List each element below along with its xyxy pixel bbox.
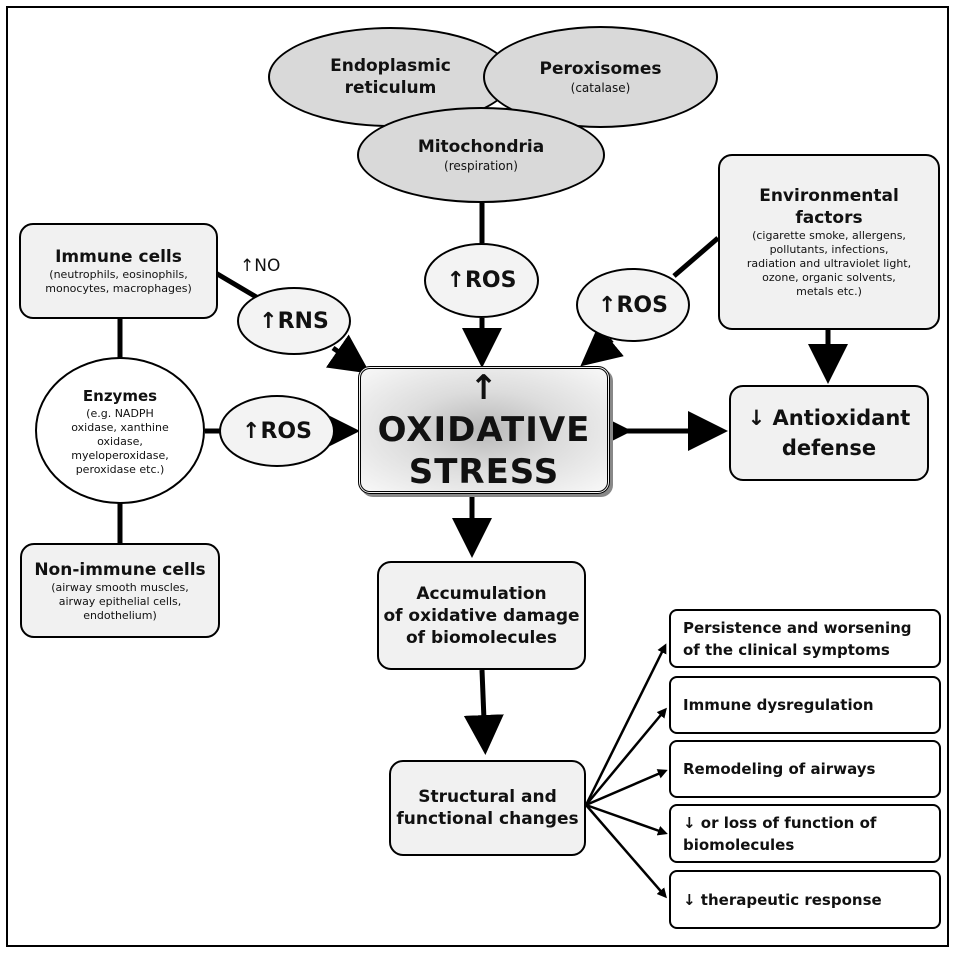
environmental-detail-3: radiation and ultraviolet light, (746, 257, 912, 270)
enzymes-detail-3: oxidase, (97, 434, 143, 448)
enzymes-detail-2: oxidase, xanthine (71, 420, 169, 434)
environmental-title1: Environmental (759, 186, 899, 206)
rns-label: ↑RNS (259, 308, 329, 334)
enzymes-title: Enzymes (82, 386, 158, 405)
non-immune-cells-detail-1: (airway smooth muscles, (51, 580, 189, 594)
mitochondria-title: Mitochondria (417, 137, 545, 157)
accumulation-line3: of biomolecules (405, 627, 558, 648)
immune-cells-title: Immune cells (55, 247, 182, 267)
ros-left-bubble: ↑ROS (219, 395, 335, 467)
outcome-4-line2: biomolecules (683, 835, 795, 854)
arrow-to-outcome-5 (585, 804, 667, 899)
accumulation-line2: of oxidative damage (383, 605, 580, 626)
accumulation-line1: Accumulation (416, 583, 547, 604)
ros-right-bubble: ↑ROS (576, 268, 690, 342)
non-immune-cells-title: Non-immune cells (34, 559, 206, 580)
outcome-box-5: ↓ therapeutic response (669, 870, 941, 929)
environmental-title2: factors (795, 208, 863, 228)
outcome-box-4: ↓ or loss of function of biomolecules (669, 804, 941, 863)
outcome-2-line1: Immune dysregulation (683, 696, 874, 714)
environmental-factors-box: Environmental factors (cigarette smoke, … (718, 154, 940, 330)
enzymes-detail-4: myeloperoxidase, (71, 448, 169, 462)
arrow-to-outcome-1 (584, 643, 667, 806)
outcome-3-line1: Remodeling of airways (683, 760, 876, 778)
outcome-box-2: Immune dysregulation (669, 676, 941, 734)
structural-changes-box: Structural and functional changes (389, 760, 586, 856)
arrow-to-outcome-4 (585, 803, 668, 836)
connector-env-ros (672, 236, 720, 278)
antioxidant-defense-box: ↓ Antioxidant defense (729, 385, 929, 481)
peroxisomes-sub: (catalase) (570, 81, 631, 95)
antioxidant-line2: defense (781, 436, 877, 460)
enzymes-detail-5: peroxidase etc.) (75, 462, 165, 476)
non-immune-cells-box: Non-immune cells (airway smooth muscles,… (20, 543, 220, 638)
structural-line2: functional changes (396, 809, 579, 829)
mitochondria-ellipse: Mitochondria (respiration) (357, 107, 605, 203)
rns-bubble: ↑RNS (237, 287, 351, 355)
environmental-detail-2: pollutants, infections, (769, 243, 889, 256)
outcome-1-line2: of the clinical symptoms (683, 640, 890, 659)
diagram-frame (6, 6, 949, 947)
arrow-accumulation-structural (463, 669, 504, 755)
outcome-box-1: Persistence and worsening of the clinica… (669, 609, 941, 668)
ros-top-bubble: ↑ROS (424, 243, 539, 318)
er-line1: Endoplasmic (330, 56, 451, 76)
oxidative-stress-box: ↑ OXIDATIVE STRESS (358, 366, 610, 494)
connector-immune-rns (212, 269, 260, 301)
immune-cells-detail-2: monocytes, macrophages) (45, 282, 192, 295)
er-line2: reticulum (344, 78, 437, 98)
oxidative-stress-line1: ↑ OXIDATIVE (377, 368, 591, 450)
ros-left-label: ↑ROS (242, 418, 312, 444)
arrow-rns-oxidative (325, 334, 371, 374)
enzymes-circle: Enzymes (e.g. NADPH oxidase, xanthine ox… (35, 357, 205, 504)
arrow-ros-right-oxidative (580, 325, 624, 367)
non-immune-cells-detail-3: endothelium) (83, 608, 157, 622)
outcome-box-3: Remodeling of airways (669, 740, 941, 798)
enzymes-detail-1: (e.g. NADPH (86, 406, 154, 420)
outcome-5-line1: ↓ therapeutic response (683, 890, 882, 909)
accumulation-box: Accumulation of oxidative damage of biom… (377, 561, 586, 670)
outcome-4-line1: ↓ or loss of function of (683, 813, 877, 832)
ros-top-label: ↑ROS (446, 268, 517, 293)
no-label: ↑NO (240, 256, 281, 276)
arrow-to-outcome-3 (585, 769, 668, 807)
environmental-detail-4: ozone, organic solvents, (762, 271, 896, 284)
immune-cells-box: Immune cells (neutrophils, eosinophils, … (19, 223, 218, 319)
ros-right-label: ↑ROS (598, 292, 668, 318)
immune-cells-detail-1: (neutrophils, eosinophils, (49, 268, 188, 281)
peroxisomes-title: Peroxisomes (539, 59, 662, 79)
outcome-1-line1: Persistence and worsening (683, 618, 912, 637)
structural-line1: Structural and (418, 787, 557, 807)
environmental-detail-1: (cigarette smoke, allergens, (752, 229, 906, 242)
non-immune-cells-detail-2: airway epithelial cells, (58, 594, 182, 608)
mitochondria-sub: (respiration) (444, 159, 518, 173)
oxidative-stress-line2: STRESS (408, 452, 560, 492)
arrow-to-outcome-2 (585, 707, 667, 806)
antioxidant-line1: ↓ Antioxidant (747, 406, 911, 430)
environmental-detail-5: metals etc.) (796, 285, 862, 298)
